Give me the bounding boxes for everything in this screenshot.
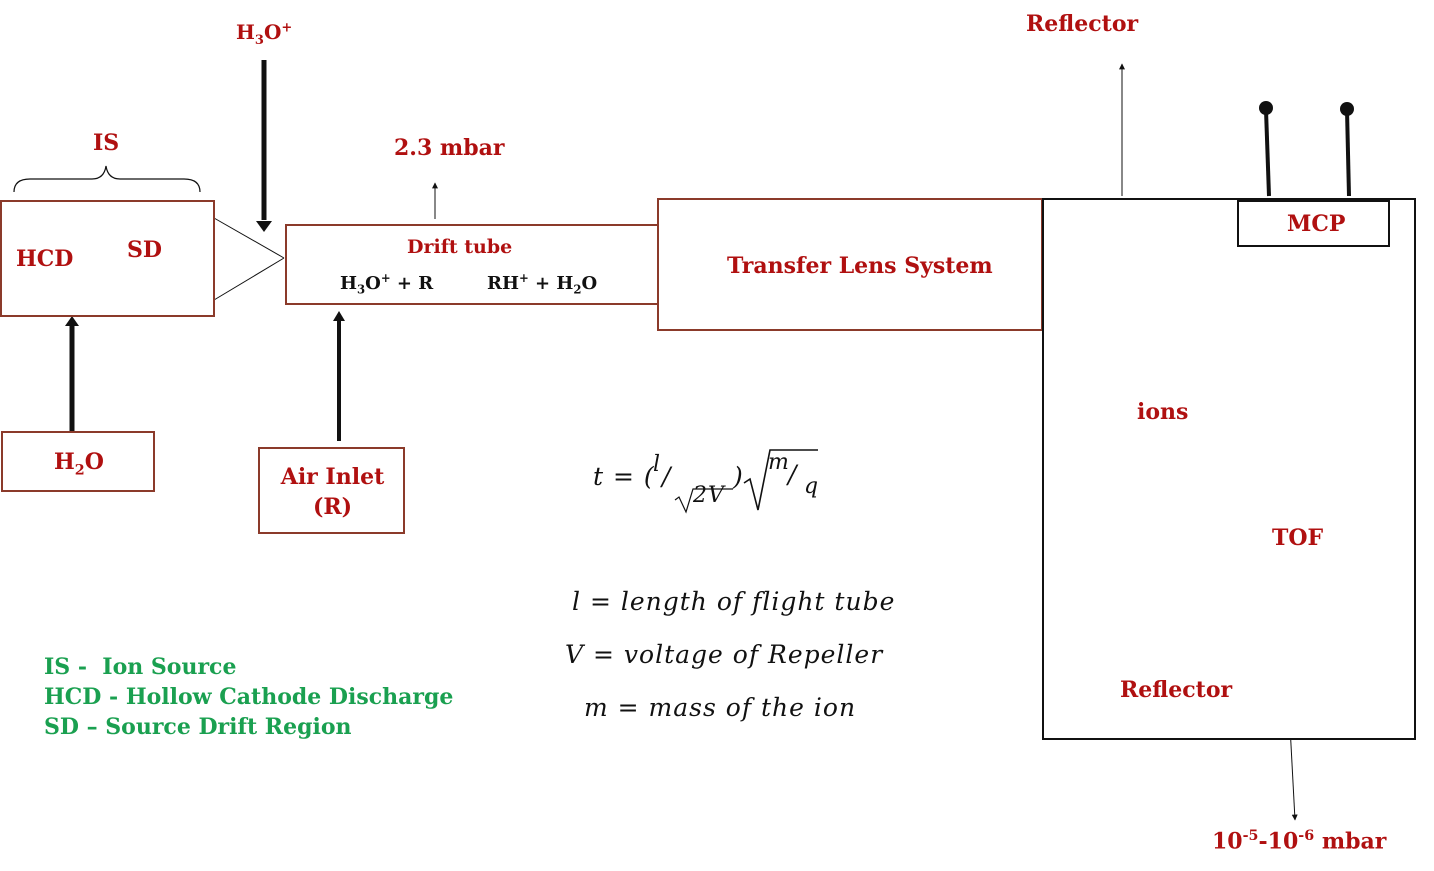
equation-lhs: t = ( — [593, 462, 655, 491]
tof-chamber — [1042, 198, 1416, 740]
is-brace — [13, 165, 201, 193]
is-label: IS — [93, 130, 120, 156]
transfer-lens-box — [657, 198, 1043, 331]
ions-label: ions — [1137, 399, 1189, 425]
funnel-upper — [213, 217, 285, 259]
equation-close: ) — [733, 462, 744, 491]
inner-sqrt-sign — [674, 488, 733, 514]
h2o-label: H2O — [54, 449, 104, 479]
equation-slash: / — [662, 462, 672, 491]
reaction-right: RH+ + H2O — [487, 271, 598, 297]
mcp-pin-1 — [1264, 109, 1271, 197]
mcp-pin-2 — [1345, 109, 1351, 197]
tof-pump-arrow — [1289, 725, 1298, 821]
funnel-lower — [213, 257, 285, 301]
drift-tube-label: Drift tube — [407, 236, 513, 258]
air-inlet-label: Air Inlet (R) — [280, 464, 385, 520]
tof-label: TOF — [1272, 525, 1324, 551]
equation-den: 2V — [693, 483, 725, 508]
equation-m: m — [768, 450, 790, 475]
definition-v: V = voltage of Repeller — [565, 640, 884, 669]
h2o-box — [1, 431, 155, 492]
h3o-label: H3O+ — [236, 20, 293, 48]
reflector-bottom-label: Reflector — [1120, 677, 1233, 703]
drift-tube-box — [285, 224, 659, 305]
legend-hcd: HCD - Hollow Cathode Discharge — [44, 684, 454, 710]
equation-slash-2: / — [788, 460, 798, 489]
transfer-lens-label: Transfer Lens System — [727, 253, 993, 279]
reaction-left: H3O+ + R — [340, 271, 434, 297]
mcp-box — [1237, 200, 1390, 247]
sqrt-sign — [743, 449, 818, 511]
ion-source-box — [0, 200, 215, 317]
equation-q: q — [804, 474, 820, 499]
equation-num: l — [653, 452, 662, 477]
definition-m: m = mass of the ion — [584, 693, 857, 722]
air-inlet-box — [258, 447, 405, 534]
tof-pressure-label: 10-5-10-6 mbar — [1212, 828, 1387, 855]
definition-l: l = length of flight tube — [572, 587, 896, 616]
legend-sd: SD – Source Drift Region — [44, 714, 352, 740]
hcd-label: HCD — [16, 246, 74, 272]
reflector-top-label: Reflector — [1026, 11, 1139, 37]
drift-pressure-label: 2.3 mbar — [394, 135, 505, 161]
legend-is: IS - Ion Source — [44, 654, 237, 680]
sd-label: SD — [127, 237, 162, 263]
mcp-label: MCP — [1287, 211, 1346, 237]
